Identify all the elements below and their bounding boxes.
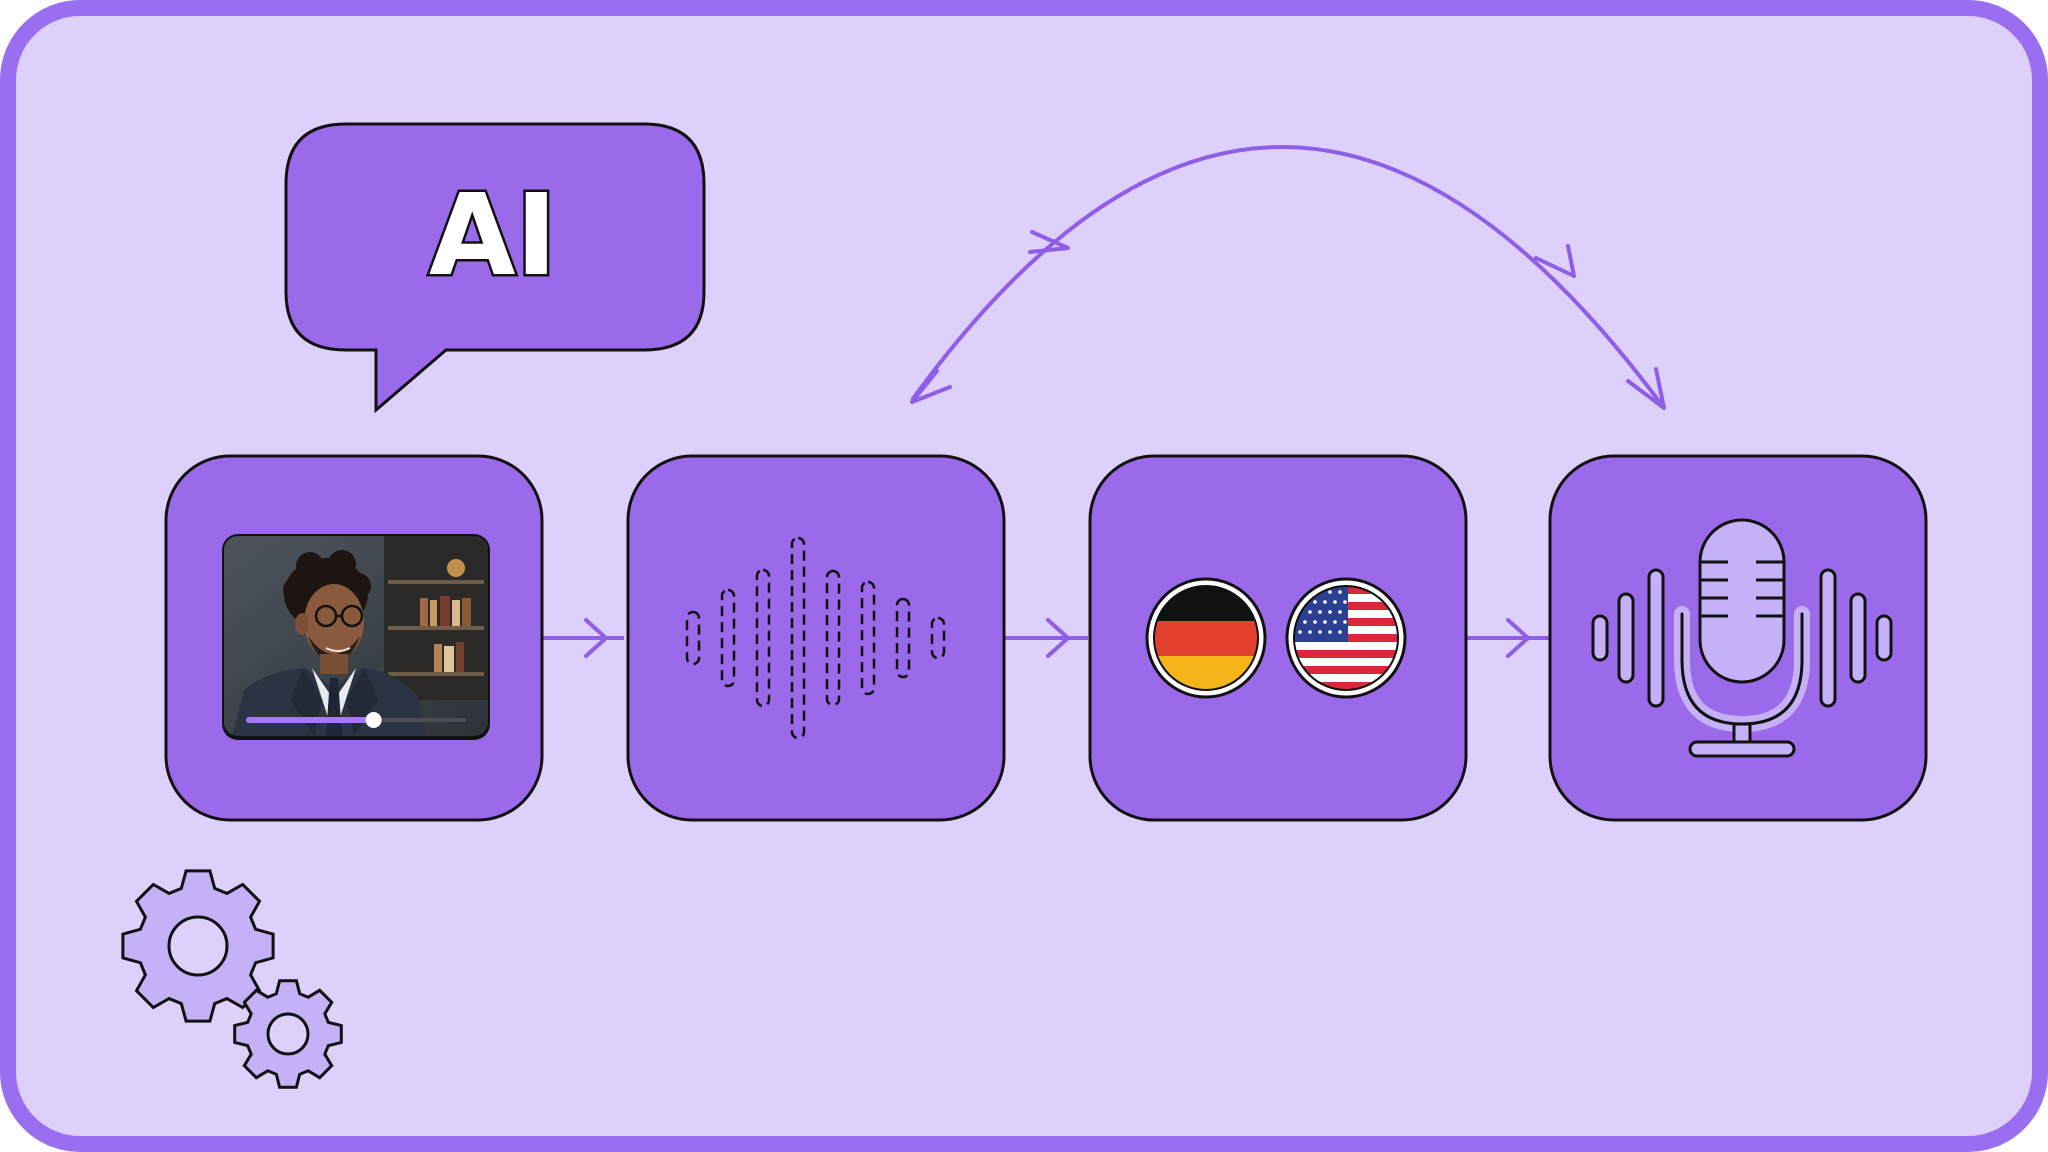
arc-tick-right: [1534, 244, 1576, 278]
waveform-bar: [930, 616, 946, 660]
us-flag-star: [1308, 610, 1312, 614]
voice-level-bar: [1819, 568, 1837, 708]
connector-2-arrowhead: [1046, 618, 1070, 658]
us-flag-star: [1328, 590, 1332, 594]
us-flag-star: [1308, 630, 1312, 634]
connectors: [542, 618, 1550, 658]
arc-path: [910, 145, 1666, 410]
voice-level-bars: [1591, 568, 1893, 708]
connector-3-arrowhead: [1506, 618, 1530, 658]
us-flag-stripe: [1294, 682, 1398, 690]
us-flag-stripe: [1294, 674, 1398, 683]
voice-step-card: [1548, 454, 1928, 822]
waveform-bar: [895, 597, 911, 679]
audio-step-card: [626, 454, 1006, 822]
us-flag-stripe: [1294, 666, 1398, 675]
us-flag-star: [1328, 630, 1332, 634]
us-flag-star: [1313, 620, 1317, 624]
voice-level-bar: [1647, 568, 1665, 708]
us-flag-star: [1323, 620, 1327, 624]
arc-arrowhead-left: [910, 369, 952, 404]
waveform-bar: [825, 569, 841, 707]
video-thumbnail: [224, 536, 488, 736]
us-flag-star: [1328, 610, 1332, 614]
mic-capsule: [1698, 518, 1786, 684]
us-flag-star: [1343, 620, 1347, 624]
us-flag-star: [1303, 620, 1307, 624]
gears-icon: [121, 869, 343, 1089]
us-flag-stripe: [1294, 650, 1398, 659]
us-flag-star: [1318, 630, 1322, 634]
us-flag-star: [1313, 600, 1317, 604]
us-flag-stripe: [1294, 658, 1398, 667]
arc-arrowhead-right: [1626, 367, 1666, 410]
mic-base: [1688, 740, 1796, 758]
us-flag-star: [1323, 600, 1327, 604]
us-flag-stripe: [1294, 642, 1398, 651]
waveform-bar: [720, 588, 736, 688]
us-flag-star: [1338, 630, 1342, 634]
us-flag-star: [1338, 590, 1342, 594]
return-arc: [910, 145, 1666, 410]
speech-bubble-shape: [284, 122, 706, 414]
waveform-bar: [685, 610, 701, 666]
voice-level-bar: [1591, 614, 1609, 662]
translation-step-card: [1088, 454, 1468, 822]
us-flag-star: [1333, 600, 1337, 604]
voice-level-bar: [1875, 614, 1893, 662]
arc-tick-left: [1028, 230, 1070, 254]
video-progress-fill: [246, 717, 374, 723]
us-flag-star: [1333, 620, 1337, 624]
ai-speech-bubble: AI: [284, 122, 706, 414]
us-flag-star: [1318, 610, 1322, 614]
video-step-card: [164, 454, 544, 822]
voice-level-bar: [1849, 592, 1867, 684]
connector-1-arrowhead: [584, 618, 608, 658]
waveform-bar: [755, 568, 771, 708]
microphone-icon: [1591, 518, 1893, 758]
video-player-icon: [222, 534, 490, 740]
video-progress-handle[interactable]: [365, 712, 382, 728]
germany-flag-icon: [1145, 577, 1267, 699]
small-gear-hole: [266, 1012, 310, 1056]
audio-waveform-icon: [685, 536, 946, 740]
waveform-bar: [860, 580, 876, 696]
waveform-bar: [790, 536, 806, 740]
language-flags-icon: [1145, 577, 1407, 699]
large-gear-hole: [167, 915, 229, 977]
us-flag-star: [1298, 630, 1302, 634]
voice-level-bar: [1617, 592, 1635, 684]
usa-flag-icon: [1285, 577, 1407, 699]
us-flag-star: [1338, 610, 1342, 614]
us-flag-star: [1343, 600, 1347, 604]
ai-label: AI: [429, 171, 557, 301]
mic-grille: [1700, 560, 1784, 618]
